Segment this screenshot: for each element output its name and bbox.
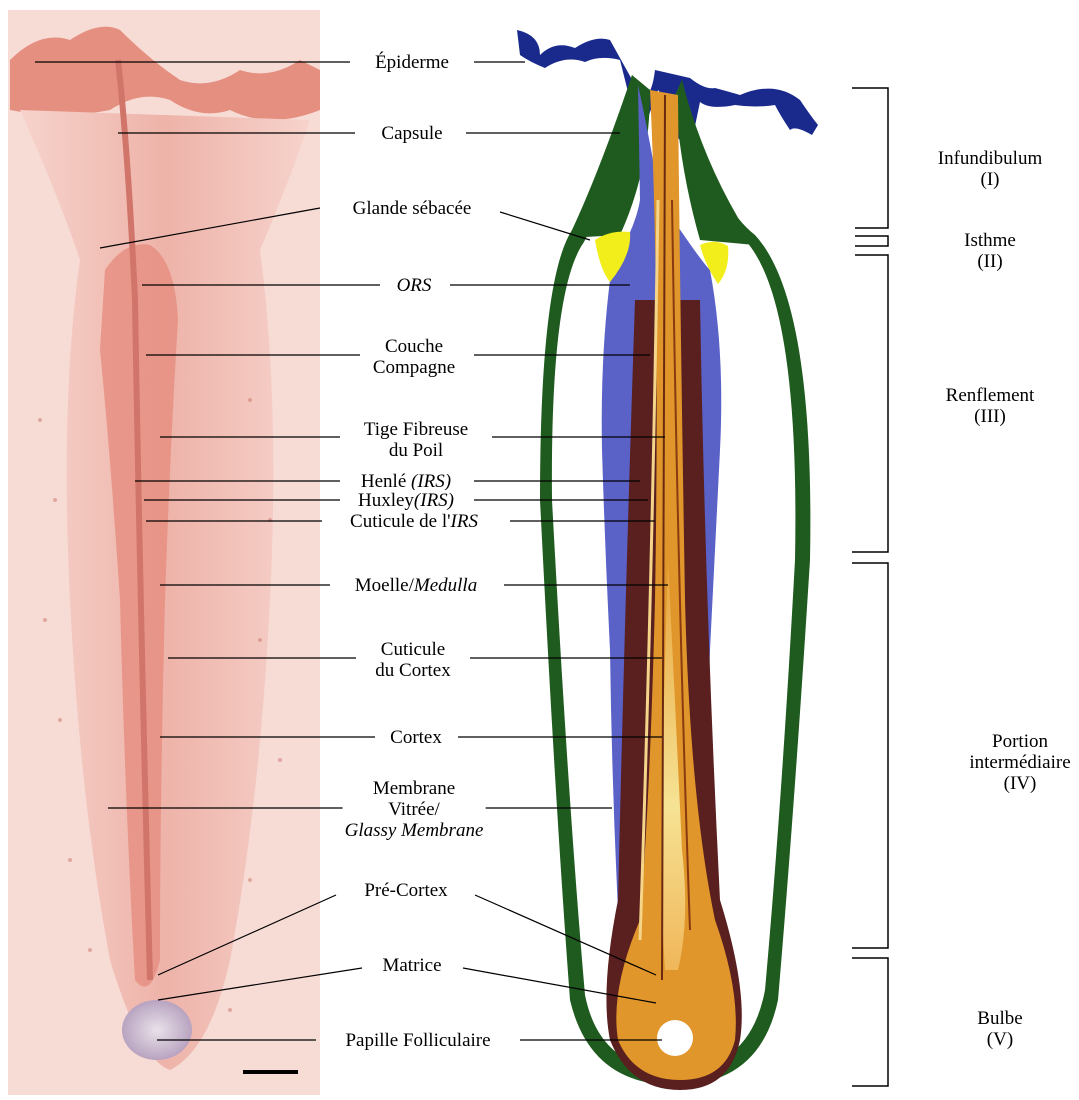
- region-portion-line2: intermédiaire: [969, 752, 1070, 773]
- label-ors: ORS: [395, 275, 434, 296]
- region-bulbe-name: Bulbe: [977, 1008, 1022, 1029]
- region-infundibulum: Infundibulum (I): [938, 148, 1043, 190]
- label-cuticule-cortex-line1: Cuticule: [375, 639, 450, 660]
- label-couche-line2: Compagne: [373, 357, 455, 378]
- label-cortex: Cortex: [388, 727, 444, 748]
- region-infundibulum-num: (I): [938, 169, 1043, 190]
- label-moelle-italic: Medulla: [414, 575, 477, 596]
- label-cuticule-cortex-line2: du Cortex: [375, 660, 450, 681]
- label-membrane-line3: Glassy Membrane: [345, 820, 484, 841]
- region-portion-intermediaire: Portion intermédiaire (IV): [969, 731, 1070, 794]
- region-isthme-num: (II): [964, 251, 1016, 272]
- region-renflement-name: Renflement: [946, 385, 1035, 406]
- label-epiderme: Épiderme: [373, 52, 451, 73]
- label-henle-text: Henlé: [361, 471, 406, 492]
- label-capsule: Capsule: [379, 123, 444, 144]
- label-tige-fibreuse: Tige Fibreuse du Poil: [362, 419, 470, 461]
- region-brackets: [852, 88, 888, 1086]
- label-glande-sebacee: Glande sébacée: [351, 198, 474, 219]
- label-papille-folliculaire: Papille Folliculaire: [343, 1030, 492, 1051]
- region-renflement: Renflement (III): [946, 385, 1035, 427]
- label-membrane-line2: Vitrée/: [345, 799, 484, 820]
- label-membrane-line1: Membrane: [345, 778, 484, 799]
- region-portion-line1: Portion: [969, 731, 1070, 752]
- label-tige-line1: Tige Fibreuse: [364, 419, 468, 440]
- label-henle-irs: (IRS): [411, 471, 451, 492]
- label-couche-compagne: Couche Compagne: [371, 336, 457, 378]
- label-moelle: Moelle/Medulla: [353, 575, 479, 596]
- region-portion-num: (IV): [969, 773, 1070, 794]
- region-bulbe-num: (V): [977, 1029, 1022, 1050]
- label-cuticule-cortex: Cuticule du Cortex: [373, 639, 452, 681]
- label-moelle-text: Moelle/: [355, 575, 414, 596]
- label-matrice: Matrice: [380, 955, 443, 976]
- region-isthme-name: Isthme: [964, 230, 1016, 251]
- label-pre-cortex: Pré-Cortex: [362, 880, 449, 901]
- label-huxley-irs: (IRS): [414, 490, 454, 511]
- label-cuticule-irs-text: Cuticule de l': [350, 511, 451, 532]
- region-infundibulum-name: Infundibulum: [938, 148, 1043, 169]
- label-membrane-vitree: Membrane Vitrée/ Glassy Membrane: [343, 778, 486, 841]
- region-renflement-num: (III): [946, 406, 1035, 427]
- region-bulbe: Bulbe (V): [977, 1008, 1022, 1050]
- label-henle: Henlé (IRS): [359, 471, 453, 492]
- region-isthme: Isthme (II): [964, 230, 1016, 272]
- label-couche-line1: Couche: [373, 336, 455, 357]
- label-cuticule-irs-italic: IRS: [451, 511, 478, 532]
- label-tige-line2: du Poil: [364, 440, 468, 461]
- label-huxley: Huxley(IRS): [356, 490, 456, 511]
- label-huxley-text: Huxley: [358, 490, 414, 511]
- label-cuticule-irs: Cuticule de l'IRS: [348, 511, 480, 532]
